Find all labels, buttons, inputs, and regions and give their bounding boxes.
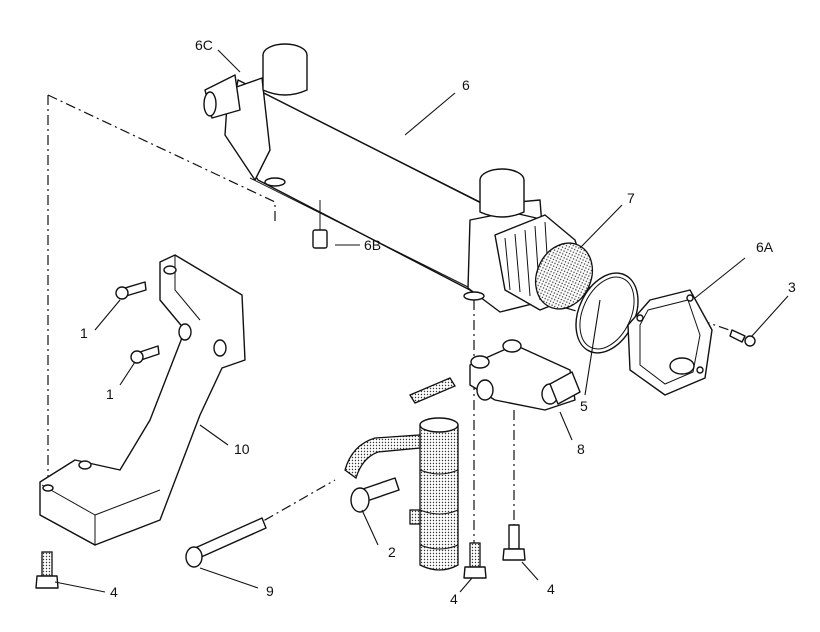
assembly-centerline-left <box>47 94 276 480</box>
callout-2: 2 <box>388 544 396 560</box>
bolt-2 <box>350 477 400 513</box>
callout-10: 10 <box>234 441 250 457</box>
bolt-1-lower <box>130 345 160 364</box>
callout-4-left: 4 <box>110 584 118 600</box>
bracket-10 <box>39 254 246 546</box>
callout-9: 9 <box>266 583 274 599</box>
bolt-4-right <box>502 524 526 561</box>
plug-6B <box>312 200 328 249</box>
manifold-8 <box>469 339 581 411</box>
oil-cooler-6 <box>203 43 549 313</box>
callout-4-center: 4 <box>450 591 458 607</box>
callout-5: 5 <box>580 398 588 414</box>
bolt-3 <box>729 329 756 347</box>
assembly-centerline-center <box>473 300 515 545</box>
callout-3: 3 <box>788 279 796 295</box>
cooler-core-7 <box>494 214 594 311</box>
bolt-4-left <box>35 551 59 589</box>
callout-6B: 6B <box>364 237 381 253</box>
bolt-9 <box>185 517 267 568</box>
filter-housing <box>344 377 459 571</box>
bolt-1-upper <box>115 281 147 300</box>
callout-7: 7 <box>627 190 635 206</box>
callout-6A: 6A <box>756 239 774 255</box>
callout-4-right: 4 <box>547 581 555 597</box>
callout-1-upper: 1 <box>80 325 88 341</box>
callout-6: 6 <box>462 77 470 93</box>
bolt-4-center <box>463 542 487 579</box>
callout-1-lower: 1 <box>106 386 114 402</box>
cover-6A <box>627 289 713 396</box>
leader-lines <box>54 49 789 593</box>
callout-8: 8 <box>577 441 585 457</box>
callout-6C: 6C <box>195 37 213 53</box>
